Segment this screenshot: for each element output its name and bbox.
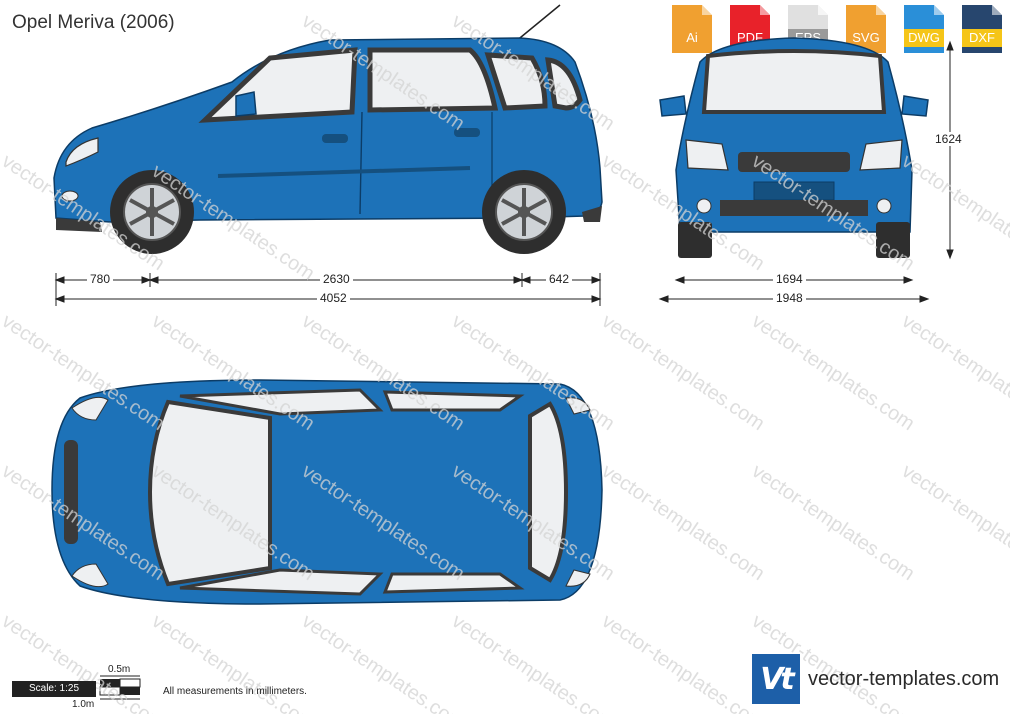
dim-width-mirrors: 1948 [773, 291, 806, 305]
dim-length: 4052 [317, 291, 350, 305]
ai-file-icon[interactable]: Ai [668, 5, 716, 53]
dim-height: 1624 [932, 132, 965, 146]
dim-rear-overhang: 642 [546, 272, 573, 286]
side-view [53, 4, 603, 254]
brand-site-link[interactable]: vector-templates.com [808, 668, 1000, 690]
scale-one-meter: 1.0m [72, 699, 95, 710]
front-view [659, 37, 929, 258]
page-title: Opel Meriva (2006) [12, 12, 175, 33]
measurement-note: All measurements in millimeters. [163, 686, 307, 697]
dim-front-overhang: 780 [87, 272, 114, 286]
svg-file-icon[interactable]: SVG [842, 5, 890, 53]
brand-logo[interactable]: Vt [752, 654, 800, 704]
dim-wheelbase: 2630 [320, 272, 353, 286]
scale-bar-graphic [99, 675, 141, 700]
scale-label: Scale: 1:25 [12, 681, 96, 697]
dwg-file-icon[interactable]: DWG [900, 5, 948, 53]
dxf-file-icon[interactable]: DXF [958, 5, 1006, 53]
brand-logo-text: Vt [760, 662, 795, 697]
dim-width: 1694 [773, 272, 806, 286]
scale-half-meter: 0.5m [108, 664, 131, 675]
top-view [51, 379, 603, 605]
